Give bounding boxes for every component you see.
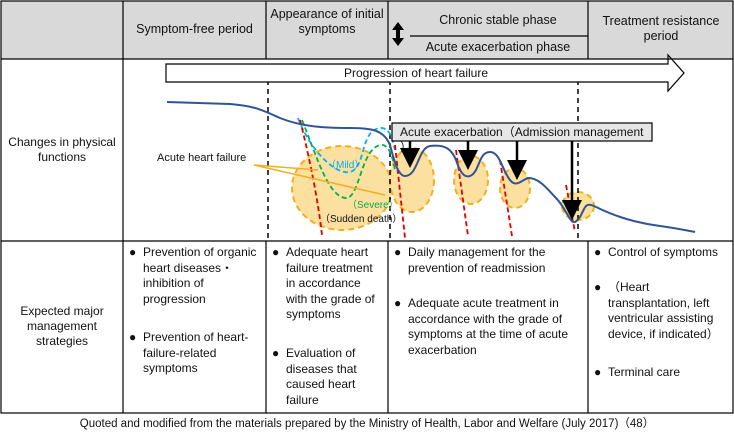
header-acute-exacerbation: Acute exacerbation phase: [425, 40, 571, 54]
strategy-col1-item-2: ●Prevention of heart-failure-related sym…: [129, 330, 249, 375]
header-cell-treatment-resistance: [588, 1, 733, 59]
pointer-acute-hf-1: [253, 164, 319, 171]
acute-exacerbation-label: Acute exacerbation（Admission management …: [400, 125, 644, 154]
row-label-strategies: Expected major management strategies: [20, 304, 104, 348]
progression-arrow: [165, 53, 685, 93]
double-arrow-icon: [392, 22, 404, 46]
death-curve-4: [499, 159, 513, 237]
death-curve: [299, 119, 323, 236]
strategy-col2-item-2: ●Evaluation of diseases that caused hear…: [272, 346, 357, 407]
header-cell-chronic-acute: [388, 1, 588, 59]
mild-label: （Mild）: [326, 160, 365, 171]
ellipse-exacerbation-2: [453, 155, 489, 205]
sudden-death-label: （Sudden death）: [320, 214, 403, 225]
physical-function-curve: [166, 101, 696, 233]
table-grid: [0, 0, 734, 414]
header-treatment-resistance: Treatment resistance period: [602, 14, 720, 43]
header-symptom-free: Symptom-free period: [136, 22, 253, 36]
acute-exacerbation-box: [391, 122, 653, 142]
strategy-col1-item-1: ●Prevention of organic heart diseases・in…: [129, 245, 257, 306]
strategy-col2-item-1: ●Adequate heart failure treatment in acc…: [272, 245, 375, 321]
strategy-col4-item-2: ●（Heart transplantation, left ventricula…: [594, 280, 719, 341]
severe-label: （Severe）: [347, 200, 399, 211]
acute-hf-label: Acute heart failure: [157, 152, 247, 164]
header-cell-blank: [1, 1, 123, 59]
pointer-acute-hf-2: [253, 164, 386, 196]
header-chronic-stable: Chronic stable phase: [439, 13, 557, 27]
strategy-col4-item-3: ●Terminal care: [594, 365, 681, 379]
header-initial-symptoms: Appearance of initial symptoms: [270, 7, 384, 36]
severe-curve: [301, 119, 396, 199]
strategy-col4-item-1: ●Control of symptoms: [594, 245, 719, 259]
footer-citation: Quoted and modified from the materials p…: [79, 418, 655, 430]
progression-label: Progression of heart failure: [343, 66, 489, 80]
mild-curve: [297, 117, 396, 173]
header-cell-symptom-free: [123, 1, 266, 59]
header-cell-initial-symptoms: [266, 1, 388, 59]
strategy-col3-item-2: ●Adequate acute treatment in accordance …: [394, 296, 569, 357]
death-curve-3: [455, 149, 469, 237]
row-label-physical: Changes in physical functions: [8, 135, 116, 164]
strategy-col3-item-1: ●Daily management for the prevention of …: [394, 245, 546, 275]
